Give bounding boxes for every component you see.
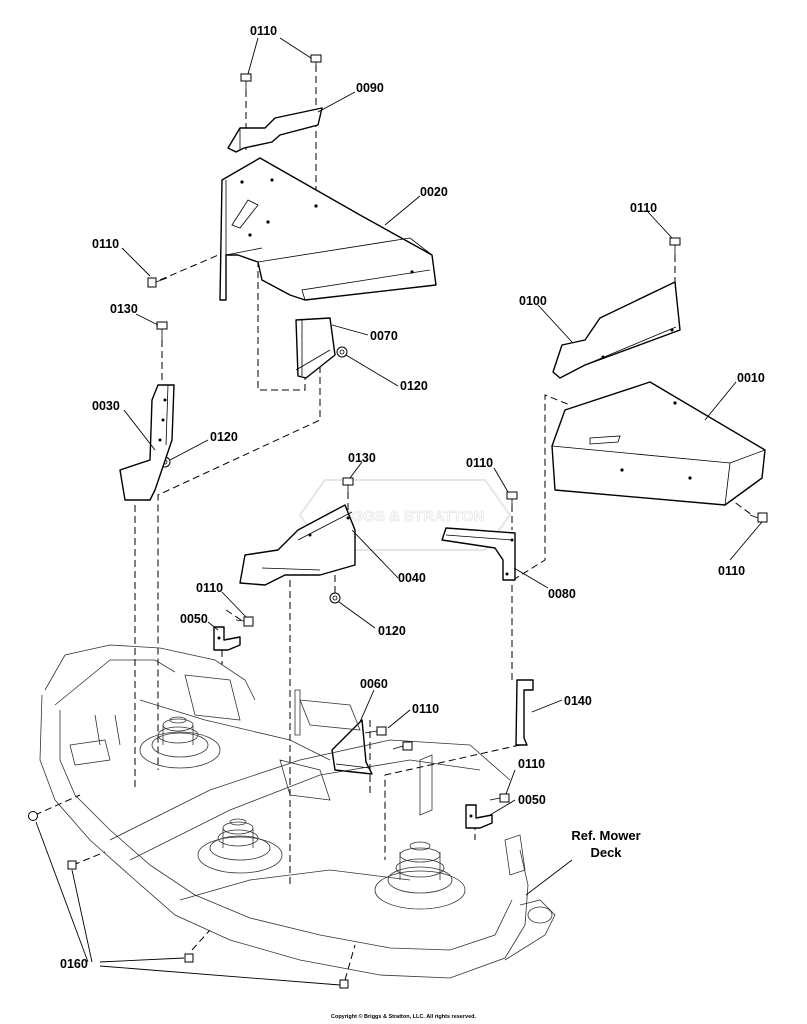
- callout-0020: 0020: [420, 185, 448, 199]
- bolt-0130-left: [156, 321, 168, 340]
- callout-0050-left: 0050: [180, 612, 208, 626]
- ref-note-line1: Ref. Mower: [571, 828, 640, 843]
- bolt-0110-right-top: [669, 237, 681, 256]
- callout-0120-b: 0120: [210, 430, 238, 444]
- leader-lines: [35, 37, 763, 986]
- bolt-0130-mid: [342, 477, 354, 494]
- callout-0110-top: 0110: [250, 24, 277, 38]
- callout-0060: 0060: [360, 677, 388, 691]
- callout-0070: 0070: [370, 329, 398, 343]
- callout-0100: 0100: [519, 294, 547, 308]
- bolt-0110-for-0050: [235, 616, 254, 627]
- bolt-0110-left: [147, 277, 168, 288]
- callout-0050-right: 0050: [518, 793, 546, 807]
- callout-0110-for-0060: 0110: [412, 702, 439, 716]
- callout-0110-lower-right: 0110: [518, 757, 545, 771]
- callout-0110-right-top: 0110: [630, 201, 657, 215]
- callout-0130-left: 0130: [110, 302, 138, 316]
- bolt-0110-top-right: [310, 54, 322, 72]
- callout-0110-for-0050: 0110: [196, 581, 223, 595]
- nut-0120-c: [329, 592, 341, 604]
- part-0070-bracket: [295, 317, 336, 379]
- alignment-lines: [34, 65, 753, 981]
- part-0050-clip-left: [213, 626, 241, 651]
- callout-0040: 0040: [398, 571, 426, 585]
- callout-0090: 0090: [356, 81, 384, 95]
- spindle-pulley-center: [197, 818, 283, 874]
- part-0020-main-bracket: [219, 157, 437, 301]
- bolt-0110-mid: [506, 491, 518, 508]
- part-0140-rod: [515, 679, 534, 746]
- part-0100-plate: [552, 281, 681, 379]
- bolt-0110-for-0060-a: [364, 726, 387, 736]
- nut-0160-a: [28, 811, 38, 821]
- mower-deck-assembly: [39, 644, 556, 979]
- part-0010-cover: [551, 381, 766, 506]
- part-0060-bracket: [331, 719, 373, 775]
- part-0080-bracket: [441, 527, 516, 581]
- callout-0110-left: 0110: [92, 237, 119, 251]
- part-0050-clip-right: [465, 804, 493, 829]
- callout-0130-mid: 0130: [348, 451, 376, 465]
- part-0090-plate: [227, 107, 323, 153]
- callout-0030: 0030: [92, 399, 120, 413]
- callout-0160: 0160: [60, 957, 88, 971]
- nut-0160-c: [184, 953, 194, 963]
- bolt-0110-top-left: [240, 73, 252, 92]
- bolt-0110-lower-right: [489, 793, 510, 803]
- copyright-notice: Copyright © Briggs & Stratton, LLC. All …: [330, 1014, 477, 1020]
- nut-0160-b: [67, 860, 77, 870]
- callout-0080: 0080: [548, 587, 576, 601]
- callout-0120-a: 0120: [400, 379, 428, 393]
- bolt-0110-for-0060-b: [392, 741, 413, 751]
- callout-labels: 0110 0090 0020 0110 0130 0070 0120 0030 …: [60, 24, 765, 971]
- ref-note-line2: Deck: [590, 845, 622, 860]
- part-0030-bracket: [119, 384, 175, 501]
- callout-0110-mid: 0110: [466, 456, 493, 470]
- callout-0140: 0140: [564, 694, 592, 708]
- callout-0120-c: 0120: [378, 624, 406, 638]
- spindle-pulley-right: [374, 841, 466, 910]
- spindle-pulley-left: [139, 716, 221, 769]
- callout-0110-far-right: 0110: [718, 564, 745, 578]
- nut-0160-d: [339, 979, 349, 989]
- nut-0120-a: [336, 346, 348, 358]
- callout-0010: 0010: [737, 371, 765, 385]
- svg-text:BRIGGS & STRATTON: BRIGGS & STRATTON: [326, 508, 485, 525]
- part-0040-bracket: [239, 504, 356, 586]
- bolt-0110-far-right: [749, 512, 768, 523]
